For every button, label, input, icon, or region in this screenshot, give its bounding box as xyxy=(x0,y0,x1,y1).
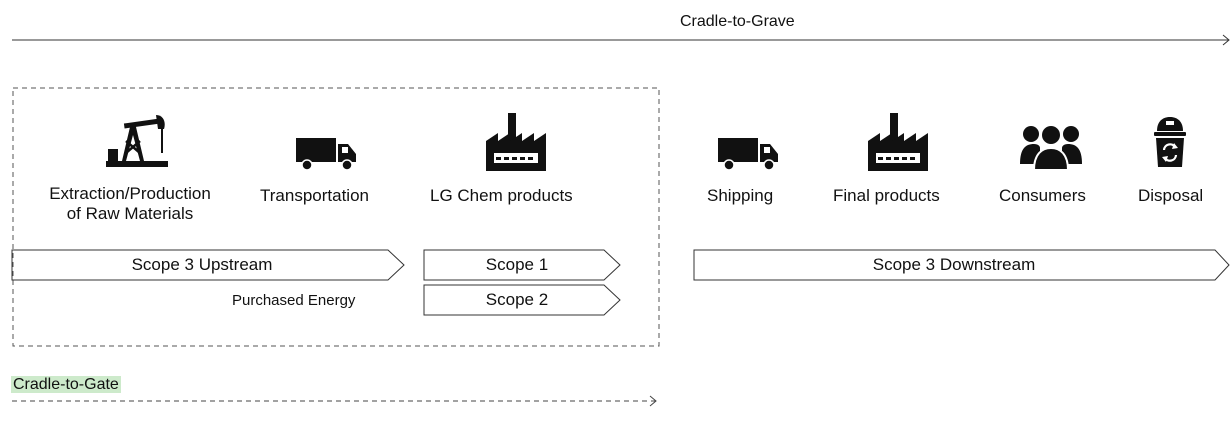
scope3-downstream-chevron xyxy=(693,249,1230,281)
stage-label-extraction: Extraction/Production of Raw Materials xyxy=(49,184,211,223)
stage-label-final-products: Final products xyxy=(833,186,940,205)
cradle-to-gate-text: Cradle-to-Gate xyxy=(11,376,121,393)
factory-icon xyxy=(486,113,546,171)
stage-label-disposal: Disposal xyxy=(1138,186,1204,205)
stage-label-lg-chem-products: LG Chem products xyxy=(430,186,573,205)
truck-icon xyxy=(296,138,356,171)
trash-bin-icon xyxy=(1154,117,1186,167)
cradle-to-gate-boundary xyxy=(12,87,660,347)
cradle-to-grave-label: Cradle-to-Grave xyxy=(680,13,795,30)
scope3-upstream-label: Scope 3 Upstream xyxy=(131,255,273,274)
stage-label-consumers: Consumers xyxy=(999,186,1086,205)
purchased-energy-label: Purchased Energy xyxy=(232,292,356,309)
scope2-chevron xyxy=(423,284,621,316)
stage-label-shipping: Shipping xyxy=(707,186,774,205)
truck-icon xyxy=(718,138,778,171)
cradle-to-gate-label: Cradle-to-Gate xyxy=(11,374,121,395)
scope3-downstream-label: Scope 3 Downstream xyxy=(872,255,1036,274)
scope2-label: Scope 2 xyxy=(485,290,549,309)
oil-pump-icon xyxy=(106,115,168,167)
scope3-upstream-chevron xyxy=(11,249,405,281)
scope1-label: Scope 1 xyxy=(485,255,549,274)
cradle-to-gate-arrow xyxy=(12,395,657,407)
stage-label-transportation: Transportation xyxy=(260,186,369,205)
people-icon xyxy=(1020,124,1082,170)
factory-icon xyxy=(868,113,928,171)
cradle-to-grave-arrow xyxy=(12,34,1230,46)
scope1-chevron xyxy=(423,249,621,281)
